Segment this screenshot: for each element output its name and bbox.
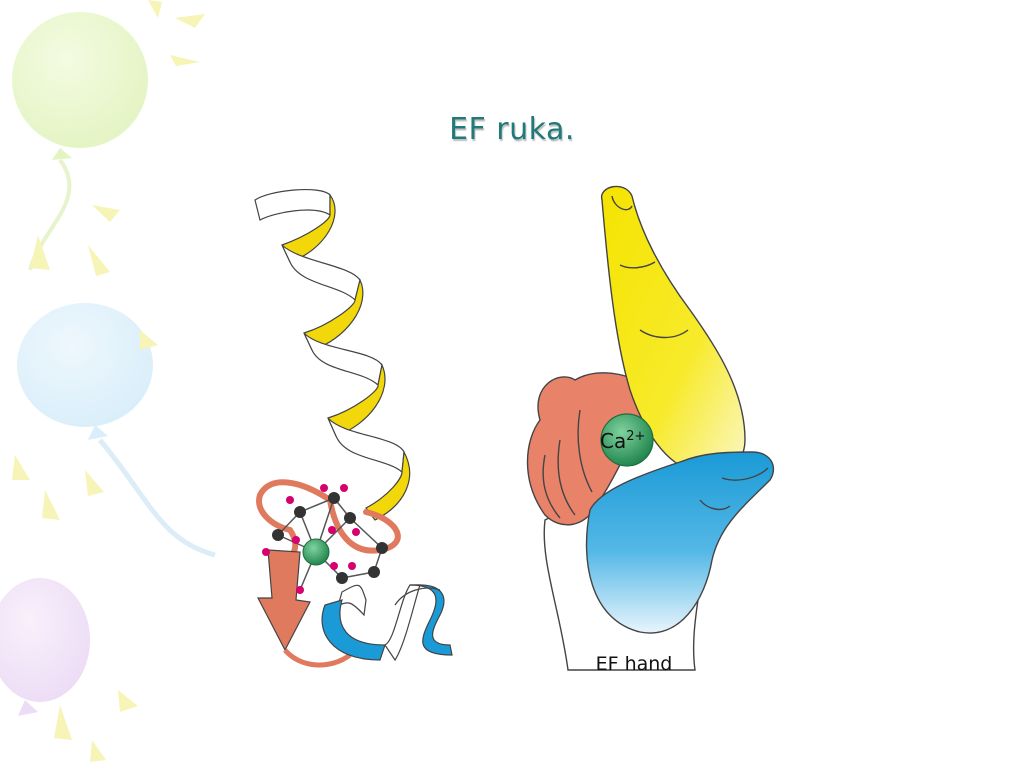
ion-symbol: Ca — [600, 429, 626, 453]
calcium-ion-model — [302, 538, 330, 566]
helix-f — [321, 584, 453, 662]
hand-illustration — [526, 185, 775, 671]
ion-charge: 2+ — [626, 429, 645, 444]
slide-title: EF ruka. — [449, 112, 575, 147]
index-finger — [601, 185, 746, 475]
ribbon-model — [254, 188, 453, 668]
purple-balloon — [0, 578, 90, 702]
helix-e — [254, 188, 411, 521]
beta-strand-arrow — [257, 549, 311, 652]
blue-balloon — [17, 303, 153, 427]
hand-caption: EF hand — [596, 653, 673, 675]
oxygen-atoms — [262, 484, 360, 594]
ion-label: Ca2+ — [600, 429, 645, 453]
green-balloon — [12, 12, 148, 148]
thumb — [585, 451, 775, 634]
carbon-atoms — [272, 492, 388, 584]
calcium-ion — [600, 413, 654, 467]
